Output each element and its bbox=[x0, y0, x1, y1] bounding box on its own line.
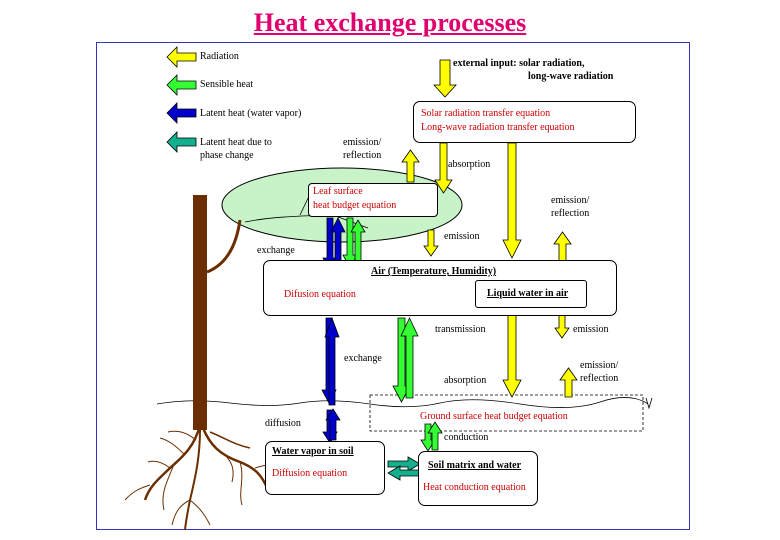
tree-branch bbox=[206, 219, 242, 274]
conduction-label: conduction bbox=[444, 432, 489, 443]
soil-vapor-equation: Diffusion equation bbox=[272, 468, 348, 479]
soil-matrix-equation: Heat conduction equation bbox=[423, 482, 526, 493]
exchange-leaf-air-label: exchange bbox=[257, 245, 295, 256]
leaf-surface-label: Leaf surface bbox=[313, 186, 363, 197]
leaf-heat-budget-label: heat budget equation bbox=[313, 200, 397, 211]
liquid-water-box bbox=[475, 280, 587, 308]
legend-sensible-label: Sensible heat bbox=[200, 79, 254, 90]
emission-reflection-right-label: emission/ bbox=[551, 195, 590, 206]
emission-air-label: emission bbox=[573, 324, 609, 335]
tree-roots bbox=[124, 424, 276, 531]
emission-reflection-ground-label: emission/ bbox=[580, 360, 619, 371]
reflection-ground-label: reflection bbox=[580, 373, 619, 384]
transmission-label: transmission bbox=[435, 324, 486, 335]
page-title: Heat exchange processes bbox=[253, 8, 527, 37]
soil-matrix-title: Soil matrix and water bbox=[428, 460, 522, 471]
emission-leaf-label: emission bbox=[444, 231, 480, 242]
diagram-frame bbox=[96, 42, 690, 530]
longwave-radiation-equation: Long-wave radiation transfer equation bbox=[421, 122, 575, 133]
tree-trunk bbox=[193, 195, 207, 430]
ground-end-mark bbox=[645, 397, 653, 410]
emission-reflection-leaf-label: emission/ bbox=[343, 137, 382, 148]
ground-surface-line bbox=[156, 397, 649, 408]
legend-radiation-label: Radiation bbox=[200, 51, 239, 62]
air-box-title: Air (Temperature, Humidity) bbox=[371, 266, 497, 277]
soil-matrix-box bbox=[418, 451, 538, 506]
radiation-transfer-box bbox=[413, 101, 636, 143]
soil-vapor-title: Water vapor in soil bbox=[272, 446, 354, 457]
external-input-line1: external input: solar radiation, bbox=[453, 58, 585, 69]
solar-radiation-equation: Solar radiation transfer equation bbox=[421, 108, 551, 119]
reflection-right-label: reflection bbox=[551, 208, 590, 219]
ground-heat-budget-label: Ground surface heat budget equation bbox=[420, 411, 568, 422]
liquid-water-label: Liquid water in air bbox=[487, 288, 569, 299]
diffusion-label: diffusion bbox=[265, 418, 301, 429]
legend-phase-label-line2: phase change bbox=[200, 150, 254, 161]
external-input-line2: long-wave radiation bbox=[528, 71, 614, 82]
soil-vapor-box bbox=[265, 441, 385, 495]
reflection-leaf-label: reflection bbox=[343, 150, 382, 161]
leaf-heat-budget-box bbox=[308, 183, 438, 217]
legend-latent-label: Latent heat (water vapor) bbox=[200, 108, 302, 119]
absorption-leaf-label: absorption bbox=[448, 159, 491, 170]
absorption-ground-label: absorption bbox=[444, 375, 487, 386]
legend-phase-label-line1: Latent heat due to bbox=[200, 137, 272, 148]
exchange-air-ground-label: exchange bbox=[344, 353, 382, 364]
air-diffusion-equation: Difusion equation bbox=[284, 289, 356, 300]
